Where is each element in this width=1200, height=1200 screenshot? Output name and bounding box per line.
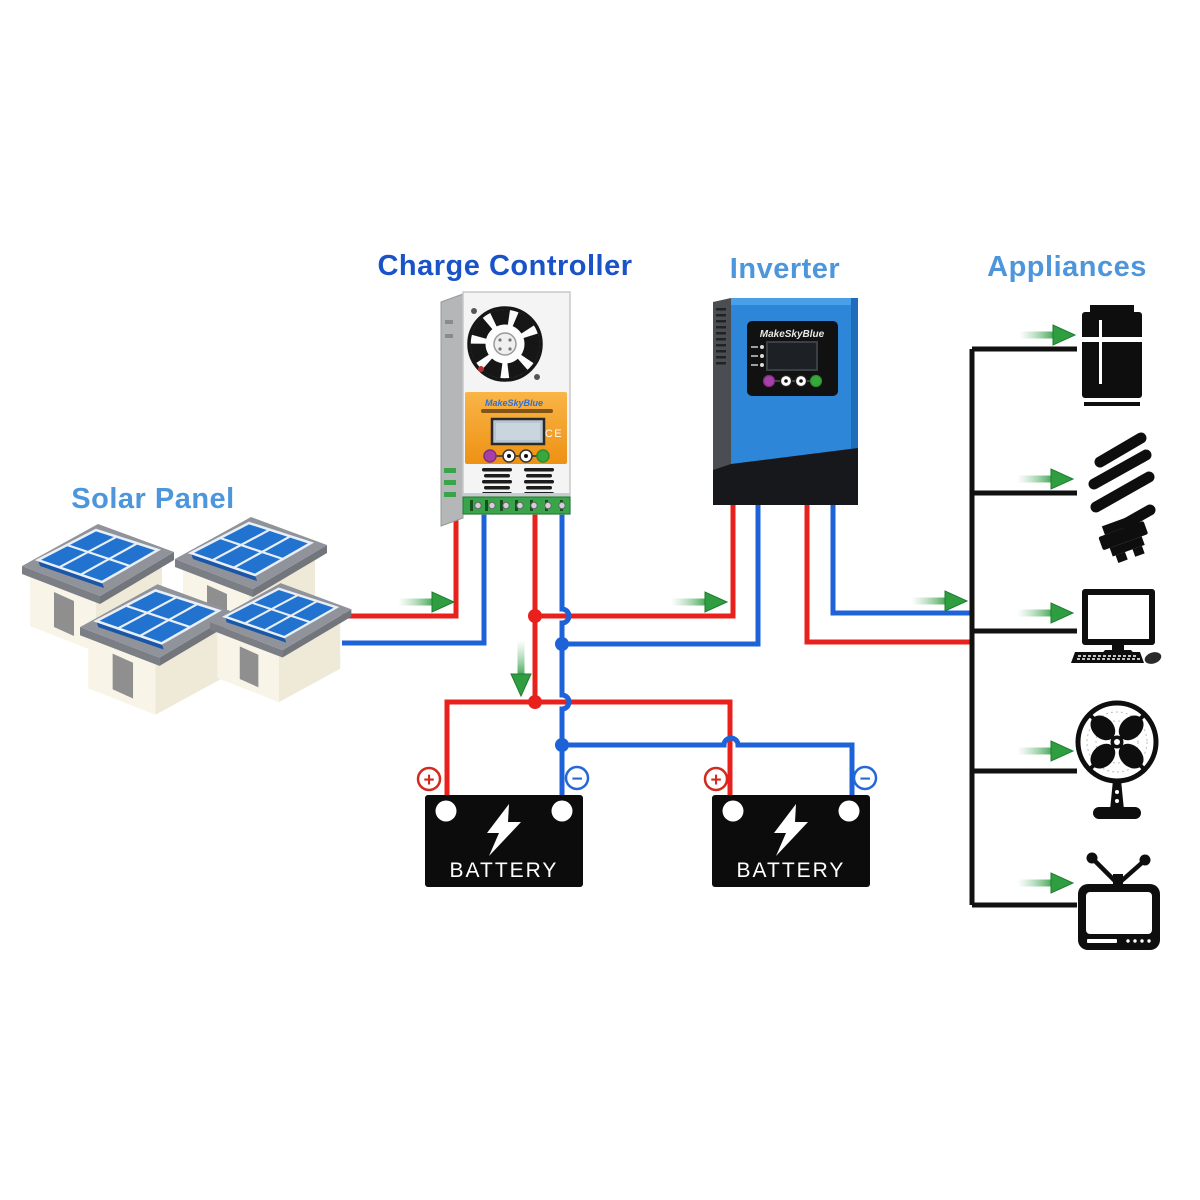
flow-arrow-to-fan	[1016, 740, 1074, 762]
charge-controller-title: Charge Controller	[377, 250, 633, 282]
controller-subtitle-bar	[481, 409, 553, 413]
positive-symbol: +	[423, 770, 434, 791]
negative-symbol: −	[859, 769, 870, 790]
controller-button	[483, 449, 497, 463]
inverter-button	[762, 374, 776, 388]
wire-solar-to-controller-positive	[342, 513, 459, 619]
negative-terminal-icon	[564, 765, 590, 791]
ac-wiring	[804, 505, 970, 645]
flow-arrow-to-television	[1016, 872, 1074, 894]
wire-controller-battery-negative	[559, 513, 572, 797]
wire-battery-bus-negative	[562, 735, 855, 797]
cfl-bulb-icon	[1088, 432, 1156, 563]
refrigerator-icon	[1082, 305, 1142, 406]
wire-battery-to-inverter-positive	[535, 505, 736, 619]
inverter-title: Inverter	[729, 253, 841, 285]
positive-terminal-icon	[703, 766, 729, 792]
pedestal-fan-icon	[1075, 700, 1159, 819]
flow-arrow-controller-to-battery	[510, 639, 532, 697]
appliance-bus	[969, 346, 1077, 908]
controller-terminal-strip	[462, 493, 571, 515]
solar-panel-houses	[20, 515, 353, 717]
inverter-vents	[716, 308, 726, 365]
charge-controller-device: MakeSkyBlue CE	[440, 291, 571, 527]
junction-dot	[528, 695, 542, 709]
battery-1: + − BATTERY	[416, 765, 590, 887]
lightning-bolt-icon	[774, 804, 808, 856]
controller-button	[536, 449, 550, 463]
solar-panel-title: Solar Panel	[71, 483, 235, 515]
desktop-computer-icon	[1071, 589, 1162, 664]
inverter-button	[809, 374, 823, 388]
appliances-title: Appliances	[987, 251, 1147, 283]
battery-label: BATTERY	[450, 859, 559, 882]
dc-wiring	[342, 505, 855, 797]
wire-inverter-to-appliances-neutral	[830, 505, 970, 616]
negative-symbol: −	[571, 769, 582, 790]
battery-2: + − BATTERY	[703, 765, 878, 887]
wire-solar-to-controller-negative	[342, 513, 487, 646]
positive-terminal-icon	[416, 766, 442, 792]
battery-label: BATTERY	[737, 859, 846, 882]
flow-arrow-to-computer	[1016, 602, 1074, 624]
inverter-lcd-screen	[766, 341, 818, 371]
junction-dot	[555, 738, 569, 752]
flow-arrow-inverter-to-appliances	[910, 590, 968, 612]
junction-dot	[528, 609, 542, 623]
controller-brand-text: MakeSkyBlue	[485, 398, 543, 408]
inverter-device: MakeSkyBlue	[713, 298, 858, 505]
lightning-bolt-icon	[487, 804, 521, 856]
wire-inverter-to-appliances-live	[804, 505, 970, 645]
flow-arrow-solar-to-controller	[397, 591, 455, 613]
cooling-fan-icon	[467, 306, 543, 382]
wire-battery-bus-positive	[444, 699, 733, 797]
television-icon	[1078, 852, 1160, 950]
flow-arrow-battery-to-inverter	[670, 591, 728, 613]
inverter-brand-text: MakeSkyBlue	[760, 329, 825, 340]
inverter-status-leds	[751, 345, 764, 367]
flow-arrow-to-refrigerator	[1018, 324, 1076, 346]
negative-terminal-icon	[852, 765, 878, 791]
wire-battery-to-inverter-negative	[562, 505, 761, 647]
positive-symbol: +	[710, 770, 721, 791]
flow-arrow-to-bulb	[1016, 468, 1074, 490]
ce-mark-text: CE	[545, 428, 563, 440]
junction-dot	[555, 637, 569, 651]
